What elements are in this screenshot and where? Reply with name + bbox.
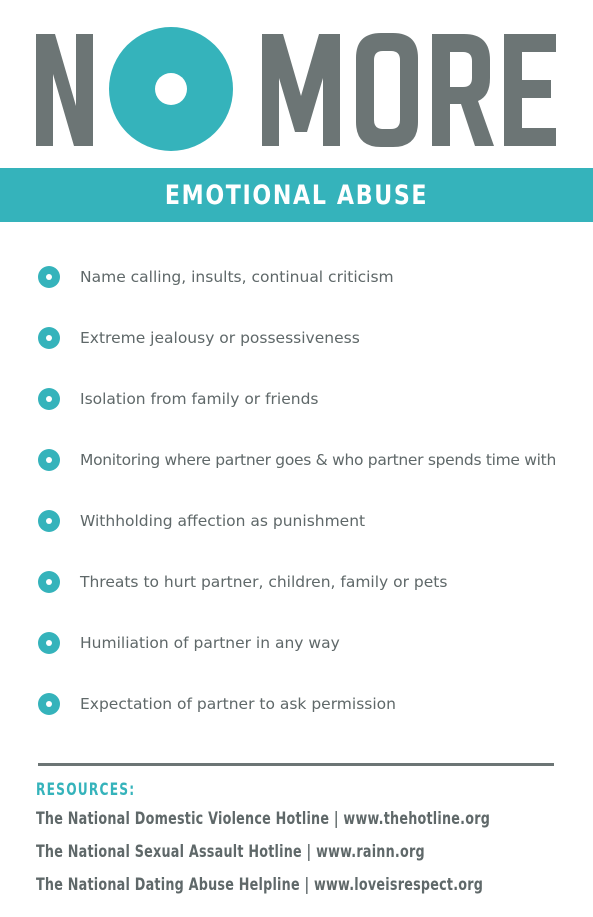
section-title: EMOTIONAL ABUSE — [164, 179, 429, 211]
bullet-icon — [38, 692, 60, 715]
logo-letter-r — [432, 34, 494, 146]
list-item-text: Monitoring where partner goes & who part… — [80, 450, 556, 469]
logo-letter-n — [36, 34, 93, 146]
list-item: Isolation from family or friends — [0, 368, 593, 429]
list-item: Name calling, insults, continual critici… — [0, 246, 593, 307]
list-item: Expectation of partner to ask permission — [0, 673, 593, 734]
bullet-icon — [38, 265, 60, 288]
abuse-signs-list: Name calling, insults, continual critici… — [0, 246, 593, 734]
list-item-text: Isolation from family or friends — [80, 389, 319, 408]
bullet-icon — [38, 326, 60, 349]
logo-letter-o — [356, 33, 418, 147]
logo-letter-m — [262, 34, 340, 146]
list-item-text: Expectation of partner to ask permission — [80, 694, 396, 713]
list-item: Extreme jealousy or possessiveness — [0, 307, 593, 368]
bullet-icon — [38, 509, 60, 532]
bullet-icon — [38, 448, 60, 471]
divider — [38, 763, 554, 766]
resource-domestic-violence-hotline: The National Domestic Violence Hotline |… — [36, 809, 491, 829]
resources-heading: RESOURCES: — [36, 780, 136, 800]
bullet-icon — [38, 570, 60, 593]
list-item-text: Humiliation of partner in any way — [80, 633, 340, 652]
logo-letter-e — [504, 34, 556, 146]
list-item-text: Withholding affection as punishment — [80, 511, 366, 530]
list-item: Monitoring where partner goes & who part… — [0, 429, 593, 490]
bullet-icon — [38, 631, 60, 654]
resources-section: RESOURCES: The National Domestic Violenc… — [36, 777, 576, 902]
no-more-logo — [0, 0, 593, 168]
bullet-icon — [38, 387, 60, 410]
no-more-logo-graphic — [36, 27, 556, 151]
list-item-text: Threats to hurt partner, children, famil… — [80, 572, 448, 591]
resource-dating-abuse-helpline: The National Dating Abuse Helpline | www… — [36, 875, 484, 895]
logo-o-hole — [155, 73, 187, 105]
list-item: Humiliation of partner in any way — [0, 612, 593, 673]
list-item: Threats to hurt partner, children, famil… — [0, 551, 593, 612]
list-item-text: Name calling, insults, continual critici… — [80, 267, 394, 286]
list-item-text: Extreme jealousy or possessiveness — [80, 328, 360, 347]
section-banner: EMOTIONAL ABUSE — [0, 168, 593, 222]
list-item: Withholding affection as punishment — [0, 490, 593, 551]
resource-sexual-assault-hotline: The National Sexual Assault Hotline | ww… — [36, 842, 425, 862]
